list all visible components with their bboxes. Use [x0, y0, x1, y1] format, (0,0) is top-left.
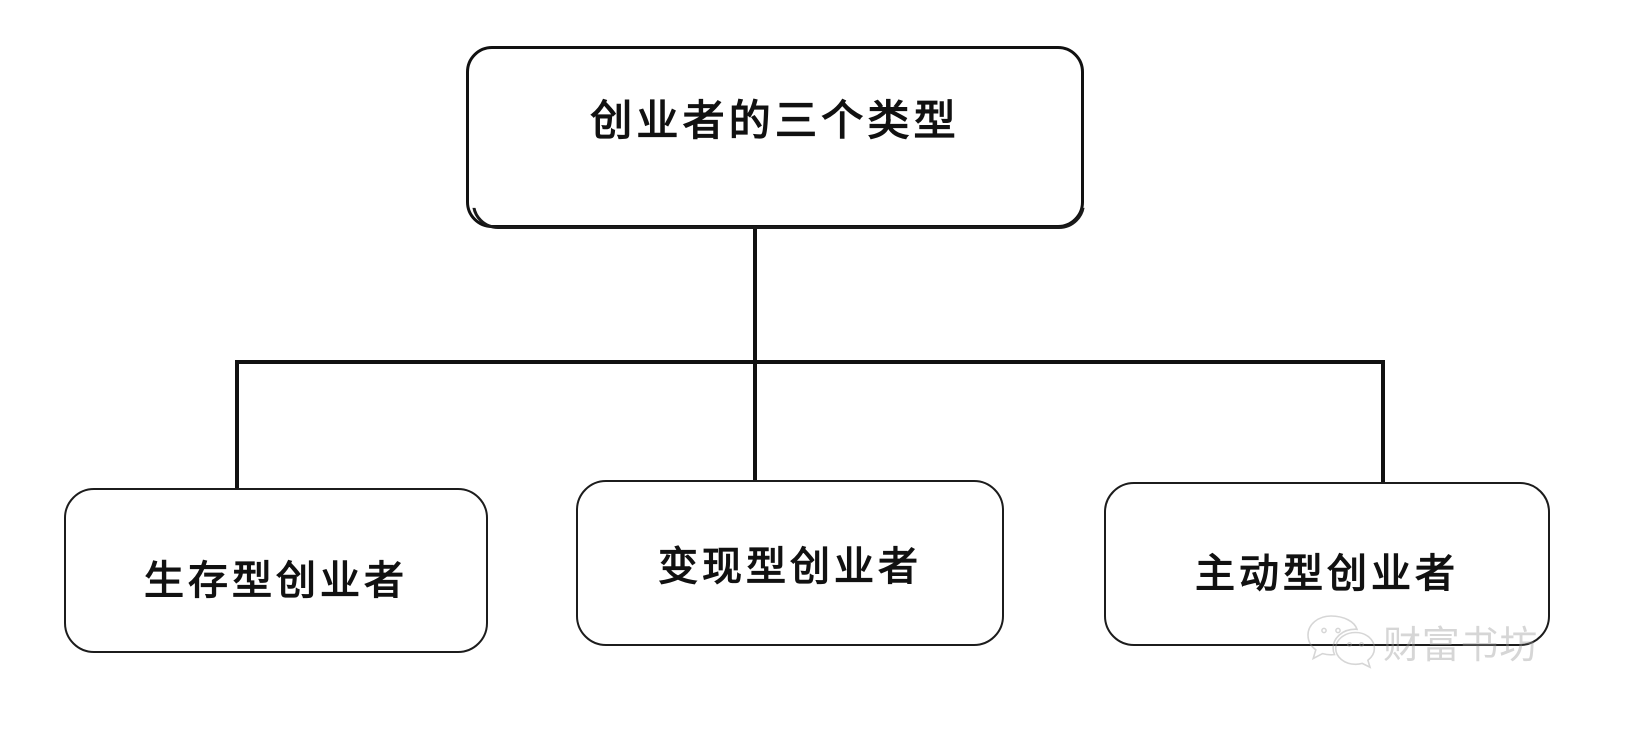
connector-horizontal-bus [235, 360, 1385, 364]
connector-drop-child-1 [753, 360, 757, 482]
connector-root-trunk [753, 228, 757, 364]
connector-drop-child-2 [1381, 360, 1385, 484]
diagram-node-child-2-label: 主动型创业者 [1195, 551, 1459, 597]
diagram-node-survival-entrepreneur[interactable]: 生存型创业者 [64, 488, 488, 653]
connector-drop-child-0 [235, 360, 239, 490]
diagram-node-child-1-label: 变现型创业者 [658, 544, 922, 590]
diagram-node-proactive-entrepreneur[interactable]: 主动型创业者 [1104, 482, 1550, 646]
diagram-node-child-0-label: 生存型创业者 [144, 557, 408, 604]
diagram-node-monetization-entrepreneur[interactable]: 变现型创业者 [576, 480, 1004, 646]
diagram-node-root[interactable]: 创业者的三个类型 [466, 46, 1084, 228]
diagram-node-root-label: 创业者的三个类型 [590, 96, 960, 145]
